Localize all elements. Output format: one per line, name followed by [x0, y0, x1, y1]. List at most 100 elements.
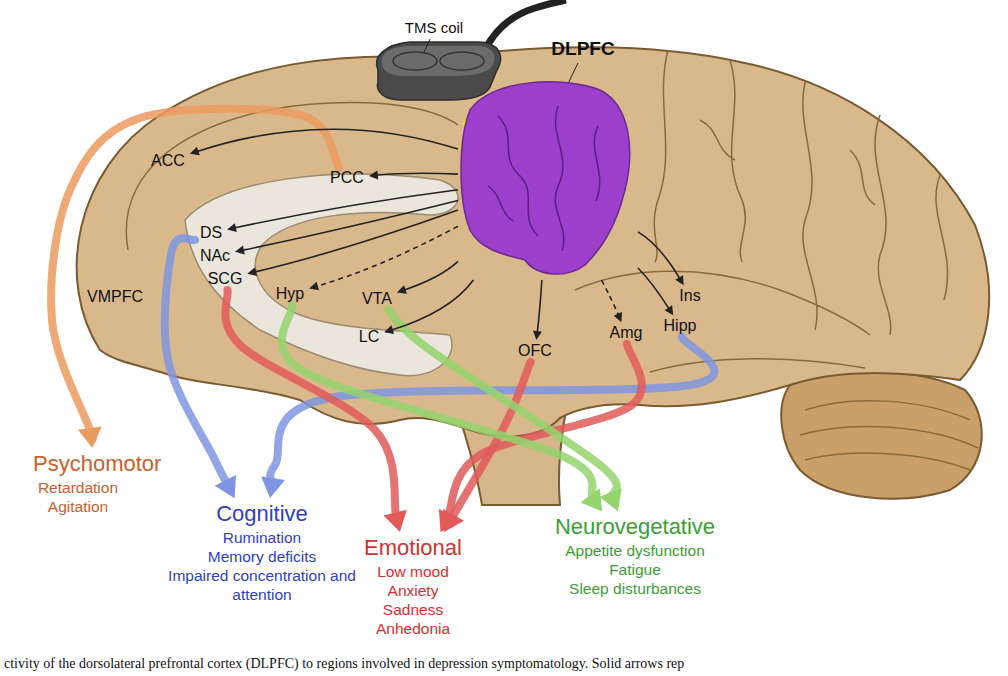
symptom-connector [225, 290, 406, 532]
region-label: NAc [197, 247, 233, 265]
symptom-item: Rumination [162, 528, 362, 547]
region-label: Ins [676, 287, 703, 305]
arrow-head [235, 246, 245, 255]
cortical-sulci [575, 50, 948, 372]
symptom-heading: Psychomotor [33, 450, 161, 478]
projection-arrow [369, 171, 458, 180]
projection-arrow [602, 280, 623, 322]
symptom-item: Sleep disturbances [555, 579, 715, 598]
symptom-band [270, 337, 714, 482]
symptom-item: Appetite dysfunction [555, 541, 715, 560]
region-label: VTA [359, 290, 395, 308]
symptom-item: Anxiety [364, 581, 462, 600]
area-label: DLPFC [551, 38, 614, 60]
projection-arrow [247, 210, 458, 276]
symptom-item: Retardation [33, 478, 123, 497]
region-label: LC [356, 328, 382, 346]
region-label: Hyp [273, 285, 307, 303]
projection-arrow [384, 280, 473, 334]
region-label: Hipp [661, 317, 700, 335]
arrow-head [581, 488, 603, 511]
region-name: Ins [676, 287, 703, 305]
region-name: NAc [197, 247, 233, 265]
medial-cut-surface [185, 174, 458, 375]
arrow-head [665, 305, 674, 315]
region-label: SCG [205, 270, 246, 288]
leader-line [424, 39, 430, 52]
region-name: DS [197, 224, 225, 242]
arrow-head [439, 509, 460, 532]
arrow-head [369, 171, 378, 180]
projection-line [537, 280, 542, 333]
projection-line [638, 268, 669, 309]
symptom-item: Sadness [364, 600, 462, 619]
region-name: VMPFC [84, 288, 146, 306]
projection-arrow [309, 226, 458, 290]
arrow-head [215, 475, 236, 498]
region-name: ACC [148, 152, 188, 170]
projection-line [316, 226, 458, 286]
dlpfc-region [461, 82, 630, 274]
region-label: ACC [148, 152, 188, 170]
arrow-head [227, 223, 237, 232]
region-name: OFC [515, 342, 555, 360]
projection-line [391, 280, 474, 330]
projection-line [254, 210, 458, 272]
figure-caption: ctivity of the dorsolateral prefrontal c… [4, 656, 684, 672]
cerebellum [781, 372, 982, 499]
symptom-heading: Cognitive [162, 500, 362, 528]
arrow-head [675, 275, 683, 285]
region-name: LC [356, 328, 382, 346]
symptom-heading: Emotional [364, 534, 462, 562]
symptom-band [388, 309, 617, 496]
projection-line [196, 129, 458, 152]
symptom-item: Agitation [33, 497, 123, 516]
region-name: SCG [205, 270, 246, 288]
symptom-group: NeurovegetativeAppetite dysfunctionFatig… [555, 513, 715, 598]
region-name: PCC [327, 169, 367, 187]
arrow-head [309, 282, 319, 291]
symptom-connector [282, 305, 602, 511]
projection-line [404, 261, 458, 290]
projection-arrow [190, 129, 458, 155]
projection-arrow [227, 190, 458, 232]
arrow-head [599, 488, 621, 511]
tms-coil-body [377, 42, 501, 100]
symptom-group: PsychomotorRetardationAgitation [33, 450, 161, 516]
symptom-item: Memory deficits [162, 547, 362, 566]
arrow-head [384, 325, 394, 334]
symptom-heading: Neurovegetative [555, 513, 715, 541]
symptom-connector [388, 309, 622, 511]
arrow-head [614, 312, 622, 322]
tms-coil-top [382, 46, 495, 76]
region-label: DS [197, 224, 225, 242]
arrow-head [397, 285, 407, 294]
arrow-head [261, 476, 285, 498]
projection-arrow [638, 232, 684, 285]
arrow-head [190, 147, 200, 156]
dlpfc-gyri [488, 106, 600, 251]
coil-winding [440, 52, 484, 70]
cerebellum-folia [800, 401, 978, 470]
projection-line [638, 232, 680, 279]
arrow-head [533, 331, 542, 340]
symptom-item: Fatigue [555, 560, 715, 579]
brain-area-shape: DLPFC [458, 76, 638, 280]
region-label: Amg [607, 324, 646, 342]
projection-arrow [397, 261, 458, 293]
region-name: Hipp [661, 317, 700, 335]
symptom-group: CognitiveRuminationMemory deficitsImpair… [162, 500, 362, 604]
region-label: OFC [515, 342, 555, 360]
symptom-band [282, 305, 593, 499]
projection-arrow [638, 268, 673, 315]
symptom-item: Impaired concentration and attention [162, 566, 362, 604]
projection-line [602, 280, 619, 316]
symptom-connector [261, 337, 714, 498]
part-label: TMS coil [405, 19, 463, 36]
arrow-head [383, 510, 406, 532]
symptom-group: EmotionalLow moodAnxietySadnessAnhedonia [364, 534, 462, 638]
arrow-head [247, 267, 257, 276]
symptom-band [51, 109, 339, 439]
